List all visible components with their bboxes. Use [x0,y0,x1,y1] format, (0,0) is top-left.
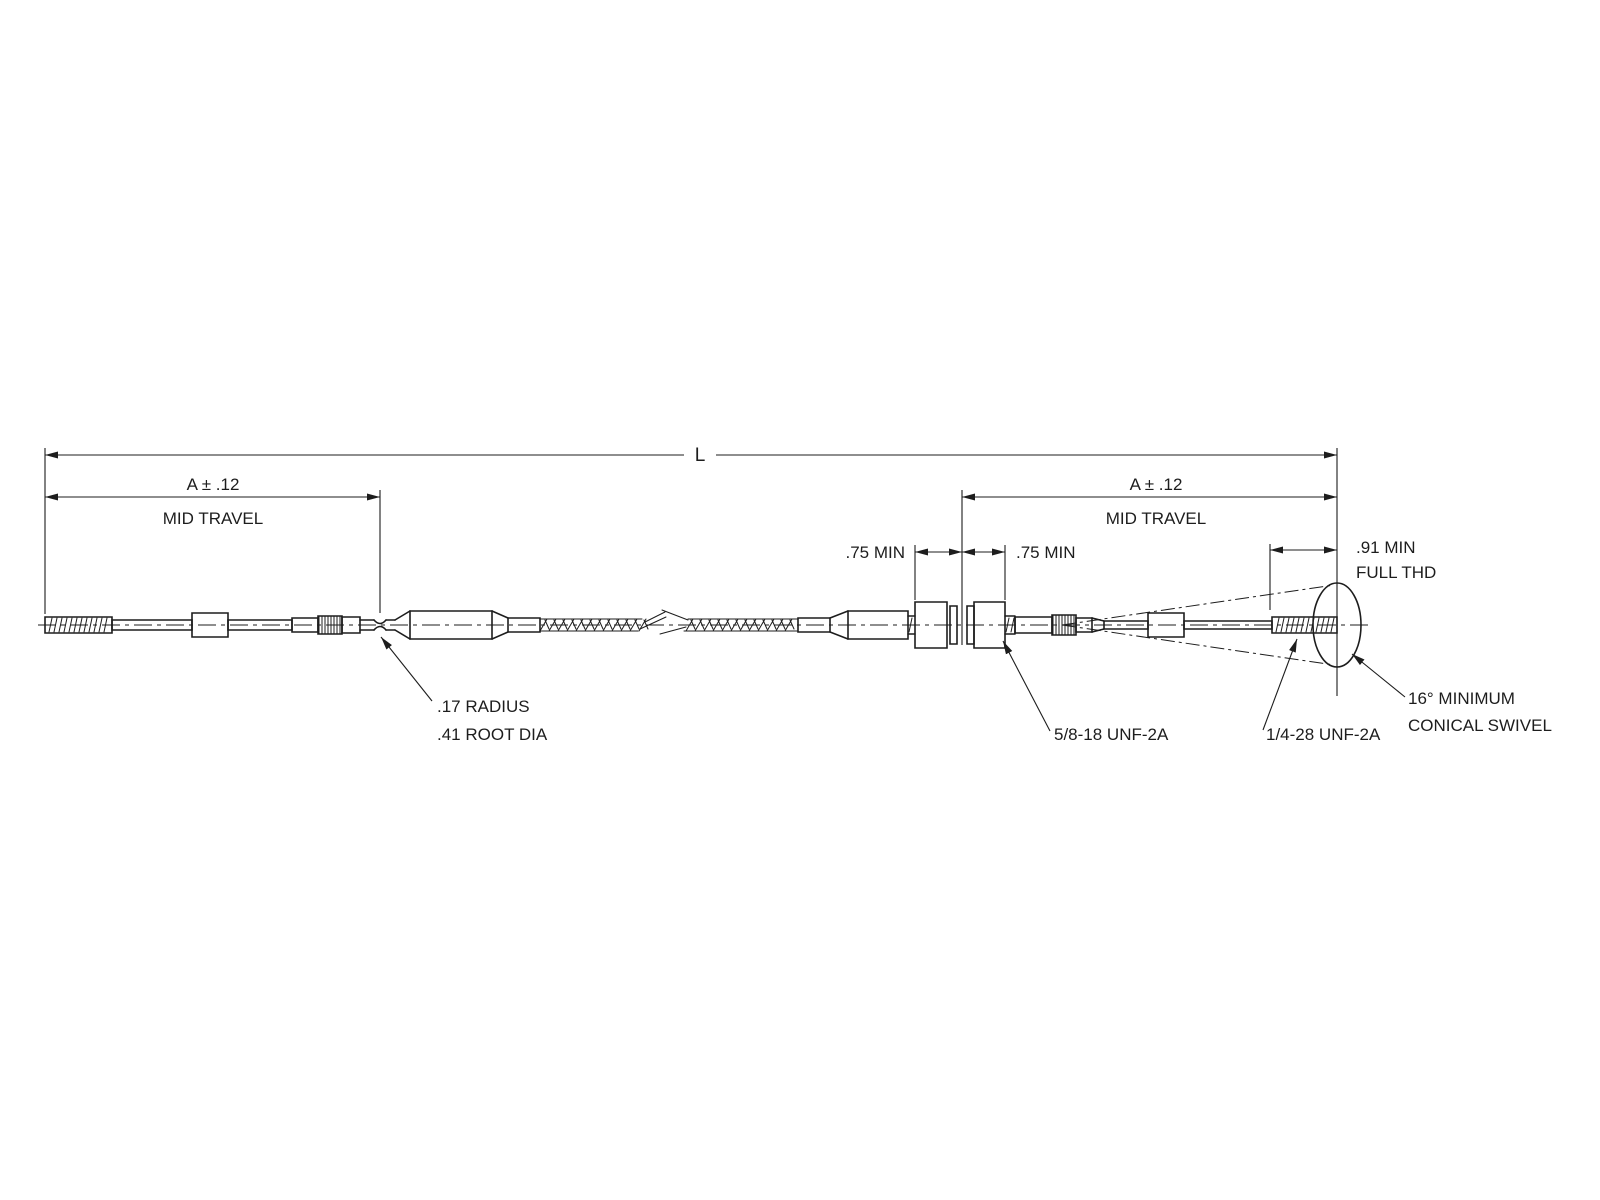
right-ribbed-ticks [1052,614,1075,636]
left-hex-fitting [191,612,229,638]
bulkhead-nut-left [914,601,948,649]
right-strands-cross [690,619,795,630]
right-break-fray [659,609,689,635]
left-threaded-stud [44,616,113,634]
rod-end-thread-callout: 1/4-28 UNF-2A [1266,725,1381,744]
rod-end-thread-leader [1262,638,1298,731]
right-stud-threads [1275,617,1335,633]
left-mid-travel-caption: MID TRAVEL [163,509,263,528]
left-step-piece [341,616,361,634]
swivel-callout-line1: 16° MINIMUM [1408,689,1515,708]
dimension-labels: L A ± .12 MID TRAVEL A ± .12 MID TRAVEL … [163,445,1437,582]
conical-swivel-sweep-lines [1061,584,1335,666]
left-mid-travel-value: A ± .12 [187,475,240,494]
groove-callout-line1: .17 RADIUS [437,697,530,716]
left-break-fray [639,611,667,630]
groove-callout-line2: .41 ROOT DIA [437,725,548,744]
left-strands [539,618,647,632]
full-thread-caption: FULL THD [1356,563,1436,582]
right-taper-down [1091,617,1105,633]
cable-core-right [659,609,799,635]
left-ribbed-ticks [318,615,341,635]
left-strands-cross [544,619,649,630]
leader-lines [380,636,1406,732]
bulkhead-thread-leader [1002,640,1051,732]
right-mid-travel-caption: MID TRAVEL [1106,509,1206,528]
right-mid-travel-value: A ± .12 [1130,475,1183,494]
left-taper-down [491,610,509,640]
right-swage-body [847,610,909,640]
left-conduit-end [507,617,541,633]
cable-core-left [539,611,667,632]
right-strands [685,618,793,632]
radius-groove [373,619,387,631]
right-hex-fitting [1147,612,1185,638]
right-taper-up [829,610,849,640]
left-neck-with-groove [359,619,396,631]
overall-length-label: L [695,445,706,466]
left-taper-up [394,610,411,640]
bulkhead-washer-left [949,605,958,645]
swivel-callout-line2: CONICAL SWIVEL [1408,716,1552,735]
bulkhead-thread-ticks [908,617,1015,633]
dimension-lines [45,451,1337,556]
bulkhead-right-min-label: .75 MIN [1016,543,1076,562]
bulkhead-left-min-label: .75 MIN [845,543,905,562]
full-thread-value: .91 MIN [1356,538,1416,557]
groove-leader [380,636,433,702]
cable-left-assembly [44,610,541,640]
left-stud-threads [48,617,108,633]
bulkhead-threaded-rod [907,615,1016,635]
bulkhead-thread-callout: 5/8-18 UNF-2A [1054,725,1169,744]
swivel-leader [1351,653,1406,698]
callout-labels: .17 RADIUS .41 ROOT DIA 5/8-18 UNF-2A 1/… [437,689,1552,744]
